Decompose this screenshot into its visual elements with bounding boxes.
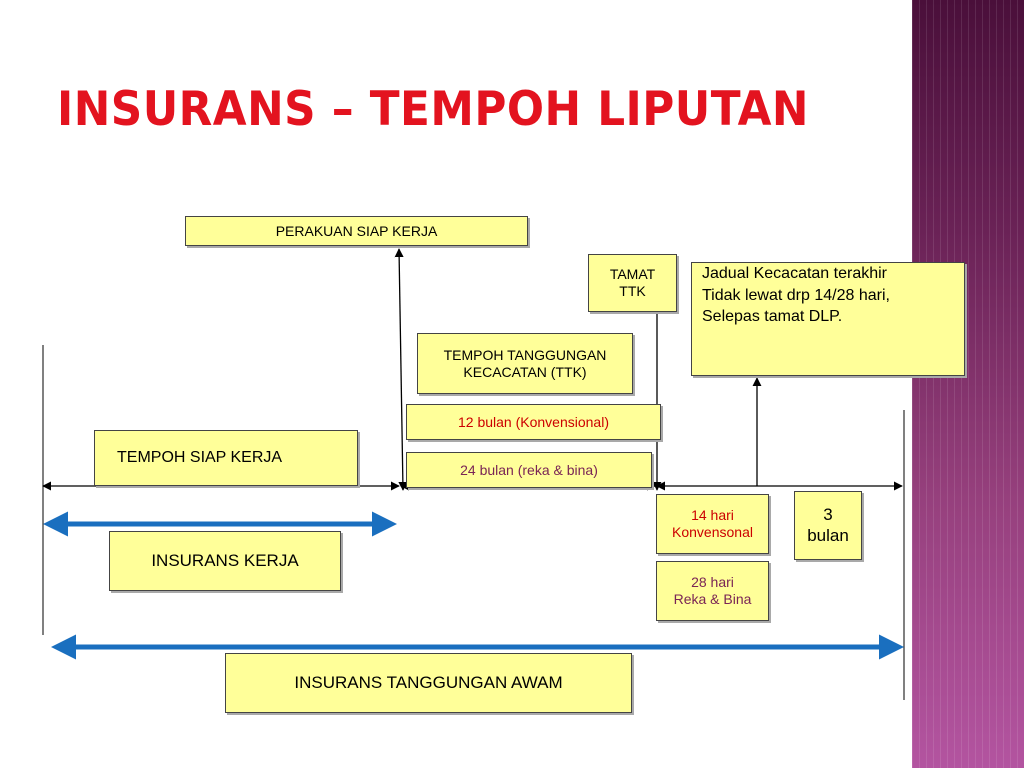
fourteen-days-line-1: 14 hari	[691, 507, 734, 524]
tempoh-siap-kerja-box: TEMPOH SIAP KERJA	[94, 430, 358, 486]
tamat-ttk-box: TAMAT TTK	[588, 254, 677, 312]
twelve-months-box: 12 bulan (Konvensional)	[406, 404, 661, 440]
slide-title: INSURANS – TEMPOH LIPUTAN	[57, 82, 809, 137]
twenty-four-months-box: 24 bulan (reka & bina)	[406, 452, 652, 488]
twelve-months-label: 12 bulan (Konvensional)	[458, 413, 609, 430]
side-decoration-stripes	[912, 0, 1024, 768]
jadual-line-2: Tidak lewat drp 14/28 hari,	[702, 286, 890, 304]
insurans-tanggungan-awam-box: INSURANS TANGGUNGAN AWAM	[225, 653, 632, 713]
tempoh-tanggungan-box: TEMPOH TANGGUNGAN KECACATAN (TTK)	[417, 333, 633, 394]
insurans-kerja-label: INSURANS KERJA	[151, 550, 299, 570]
jadual-kecacatan-box: Jadual Kecacatan terakhir Tidak lewat dr…	[691, 262, 965, 376]
jadual-line-3: Selepas tamat DLP.	[702, 308, 843, 326]
fourteen-days-line-2: Konvensonal	[672, 524, 753, 540]
perakuan-connector-arrow	[394, 248, 408, 491]
three-months-line-2: bulan	[807, 525, 849, 545]
side-decoration-band	[912, 0, 1024, 768]
three-months-box: 3 bulan	[794, 491, 862, 560]
tempoh-tanggungan-line-2: KECACATAN (TTK)	[463, 363, 587, 380]
twenty-four-months-label: 24 bulan (reka & bina)	[460, 461, 598, 478]
insurans-tanggungan-awam-label: INSURANS TANGGUNGAN AWAM	[294, 672, 563, 692]
tempoh-siap-kerja-label: TEMPOH SIAP KERJA	[117, 449, 283, 467]
twenty-eight-days-box: 28 hari Reka & Bina	[656, 561, 769, 621]
insurans-kerja-box: INSURANS KERJA	[109, 531, 341, 591]
twenty-eight-days-line-2: Reka & Bina	[673, 591, 752, 607]
fourteen-days-box: 14 hari Konvensonal	[656, 494, 769, 554]
tamat-ttk-line-1: TAMAT	[609, 266, 656, 283]
twenty-eight-days-line-1: 28 hari	[691, 574, 734, 591]
perakuan-siap-kerja-label: PERAKUAN SIAP KERJA	[275, 222, 438, 239]
perakuan-siap-kerja-box: PERAKUAN SIAP KERJA	[185, 216, 528, 246]
three-months-line-1: 3	[823, 505, 833, 525]
tamat-ttk-line-2: TTK	[619, 283, 646, 299]
tempoh-tanggungan-line-1: TEMPOH TANGGUNGAN	[443, 346, 607, 363]
jadual-line-1: Jadual Kecacatan terakhir	[702, 265, 887, 282]
